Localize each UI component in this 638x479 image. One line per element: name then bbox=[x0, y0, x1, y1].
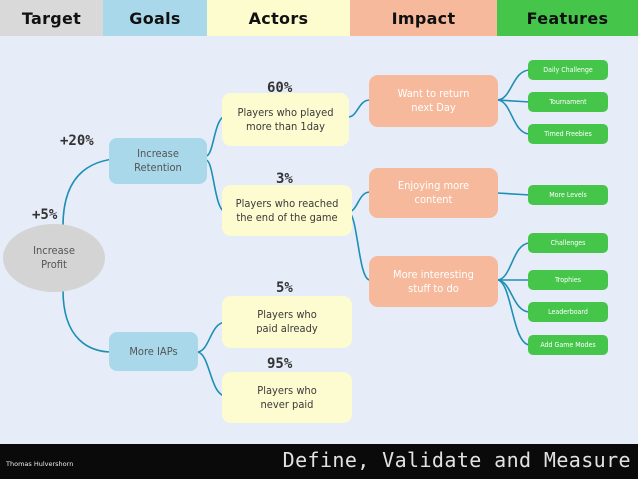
link-impact1-feature1 bbox=[496, 69, 531, 101]
link-impact1-feature3 bbox=[496, 99, 531, 135]
link-actor1-impact1 bbox=[347, 99, 371, 118]
footer-bar: Thomas Hulvershorn Define, Validate and … bbox=[0, 444, 638, 479]
actor-percent-2: 3% bbox=[276, 171, 293, 187]
actor-percent-4: 95% bbox=[267, 356, 293, 372]
feature-add-game-modes: Add Game Modes bbox=[528, 335, 608, 355]
goal-percent-retention: +20% bbox=[60, 133, 94, 149]
feature-trophies: Trophies bbox=[528, 270, 608, 290]
link-impact1-feature2 bbox=[496, 99, 531, 103]
header-target: Target bbox=[0, 0, 103, 36]
column-header-bar: Target Goals Actors Impact Features bbox=[0, 0, 638, 36]
author-name: Thomas Hulvershorn bbox=[6, 460, 74, 468]
footer-tagline: Define, Validate and Measure bbox=[282, 448, 631, 472]
header-impact: Impact bbox=[350, 0, 497, 36]
link-target-iaps bbox=[62, 289, 113, 353]
feature-timed-freebies: Timed Freebies bbox=[528, 124, 608, 144]
feature-leaderboard: Leaderboard bbox=[528, 302, 608, 322]
actor-percent-3: 5% bbox=[276, 280, 293, 296]
feature-tournament: Tournament bbox=[528, 92, 608, 112]
header-goals: Goals bbox=[103, 0, 207, 36]
target-percent: +5% bbox=[32, 207, 58, 223]
feature-challenges: Challenges bbox=[528, 233, 608, 253]
link-impact3-feature8 bbox=[496, 279, 531, 346]
link-impact3-feature7 bbox=[496, 279, 531, 313]
feature-more-levels: More Levels bbox=[528, 185, 608, 205]
goal-node-iaps: More IAPs bbox=[109, 332, 198, 371]
link-impact2-feature4 bbox=[496, 192, 531, 196]
header-features: Features bbox=[497, 0, 638, 36]
actor-percent-1: 60% bbox=[267, 80, 293, 96]
header-actors: Actors bbox=[207, 0, 350, 36]
link-impact3-feature5 bbox=[496, 242, 531, 281]
feature-daily-challenge: Daily Challenge bbox=[528, 60, 608, 80]
